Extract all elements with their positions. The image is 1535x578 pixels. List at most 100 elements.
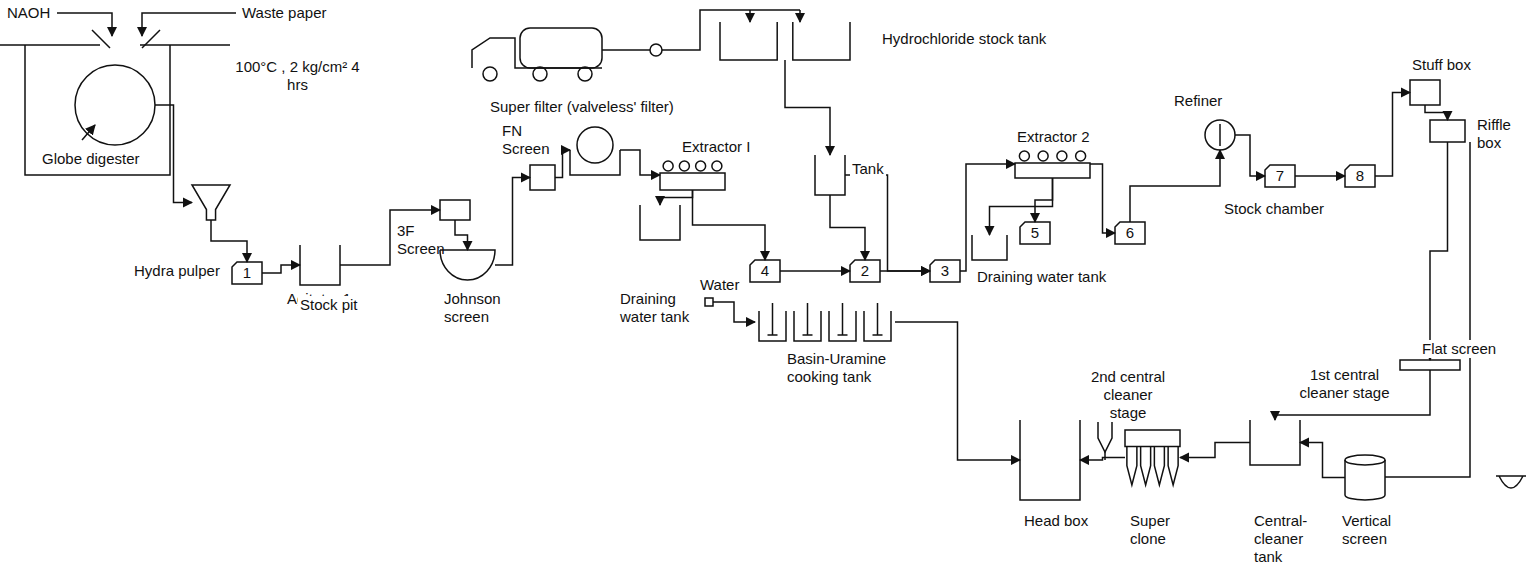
equipment: 3F Screen: [440, 200, 470, 220]
feed-line: [142, 13, 236, 36]
pipe: [602, 49, 650, 51]
pipe-connector: [1375, 93, 1410, 177]
note-label: NAOH: [5, 4, 52, 22]
pipe-connector: [1180, 443, 1250, 458]
chest-number: 2: [850, 260, 880, 282]
equipment-symbol: [660, 160, 725, 190]
equipment-label: Super clone: [1128, 512, 1184, 548]
equipment: Globe digester: [75, 65, 155, 145]
equipment: Stock pit: [300, 245, 340, 285]
pipe: [1385, 142, 1470, 477]
equipment: Vertical screen: [1345, 455, 1385, 500]
equipment-label: Super filter (valveless' filter): [488, 98, 676, 116]
pipe: [662, 10, 800, 50]
equipment-symbol: [705, 298, 713, 306]
pipe-connector: [1430, 142, 1448, 360]
pipe-connector: [1295, 175, 1345, 177]
feed-line: [57, 13, 112, 36]
equipment-symbol: [440, 250, 495, 280]
pipe-connector: [880, 270, 930, 272]
equipment-symbol: [1125, 430, 1180, 485]
ground-line: [0, 44, 230, 46]
truck-tank: [520, 28, 602, 68]
equipment: 5: [1020, 222, 1050, 244]
equipment: Riffle box: [1430, 120, 1465, 142]
equipment-symbol: [972, 235, 1007, 260]
equipment-symbol: [1015, 150, 1090, 178]
pipe-connector: [830, 195, 865, 260]
equipment: Extractor 2: [1015, 150, 1090, 178]
equipment: FN Screen: [530, 165, 555, 190]
equipment-symbol: [815, 155, 845, 195]
equipment-label: Vertical screen: [1340, 512, 1408, 548]
hopper: [92, 30, 160, 48]
note-label: 2nd central cleaner stage: [1086, 368, 1170, 422]
equipment-symbol: [1020, 420, 1080, 500]
equipment-label: Extractor 2: [1015, 128, 1092, 146]
pipe-connector: [1080, 458, 1125, 461]
pipe-connector: [455, 220, 468, 250]
equipment-symbol: [1430, 120, 1465, 142]
equipment: Johnson screen: [440, 250, 495, 280]
chest-number: 7: [1265, 165, 1295, 187]
equipment: Tank: [815, 155, 845, 195]
equipment-label: Draining water tank: [618, 290, 704, 326]
chest-number: 4: [750, 260, 780, 282]
equipment-label: Head box: [1022, 512, 1090, 530]
equipment: Refiner: [1205, 120, 1235, 150]
chest-number: 5: [1020, 222, 1050, 244]
equipment: 8: [1345, 165, 1375, 187]
chest-number: 8: [1345, 165, 1375, 187]
equipment-symbol: [1400, 360, 1460, 370]
truck-wheel: [578, 67, 592, 81]
equipment-symbol: [1410, 80, 1440, 105]
equipment-symbol: [755, 303, 895, 341]
equipment: 7Stock chamber: [1265, 165, 1295, 187]
pipe-connector: [620, 150, 660, 175]
equipment: Super filter (valveless' filter): [570, 125, 620, 175]
equipment-label: Tank: [850, 160, 886, 178]
equipment-symbol: [192, 185, 230, 220]
pipe-connector: [895, 322, 1020, 460]
equipment-symbol: [640, 205, 680, 240]
equipment: 6: [1115, 222, 1145, 244]
cyclone-symbol: [1098, 420, 1112, 452]
equipment: 1Agitator 1: [232, 262, 262, 284]
pipe-connector: [555, 150, 570, 178]
equipment-label: Basin-Uramine cooking tank: [785, 350, 919, 386]
equipment-symbol: [440, 200, 470, 220]
pipe-connector: [1035, 178, 1053, 222]
truck-cab: [472, 38, 602, 68]
digester-pit: [25, 45, 170, 175]
equipment-symbol: [570, 125, 620, 175]
equipment: 3: [930, 260, 960, 282]
pipe-connector: [960, 164, 1015, 271]
paper-machine-symbol: [1496, 476, 1526, 488]
pipe-connector: [660, 190, 693, 205]
equipment: Draining water tank: [972, 235, 1007, 260]
pipe-connector: [713, 302, 755, 322]
pipe-connector: [780, 270, 850, 272]
pipe: [1104, 452, 1106, 460]
equipment: Head box: [1020, 420, 1080, 500]
pump: [650, 44, 662, 56]
equipment-symbol: [530, 165, 555, 190]
equipment-symbol: [720, 22, 850, 60]
equipment-label: 3F Screen: [395, 222, 444, 258]
equipment-label: Draining water tank: [975, 268, 1108, 286]
equipment: 4: [750, 260, 780, 282]
note-label: 100°C , 2 kg/cm² 4 hrs: [228, 58, 367, 94]
equipment-label: Central-cleaner tank: [1252, 512, 1328, 566]
equipment-symbol: [1345, 455, 1385, 500]
equipment: Central-cleaner tank: [1250, 420, 1300, 465]
equipment: Extractor I: [660, 160, 725, 190]
chest-number: 3: [930, 260, 960, 282]
pipe-connector: [211, 220, 247, 262]
pipe-connector: [1300, 443, 1345, 478]
equipment-label: Hydrochloride stock tank: [880, 30, 1048, 48]
pipe-connector: [1235, 135, 1265, 176]
equipment-label: Extractor I: [680, 138, 752, 156]
equipment: Super clone: [1125, 430, 1180, 485]
equipment-label: Water: [698, 276, 741, 294]
